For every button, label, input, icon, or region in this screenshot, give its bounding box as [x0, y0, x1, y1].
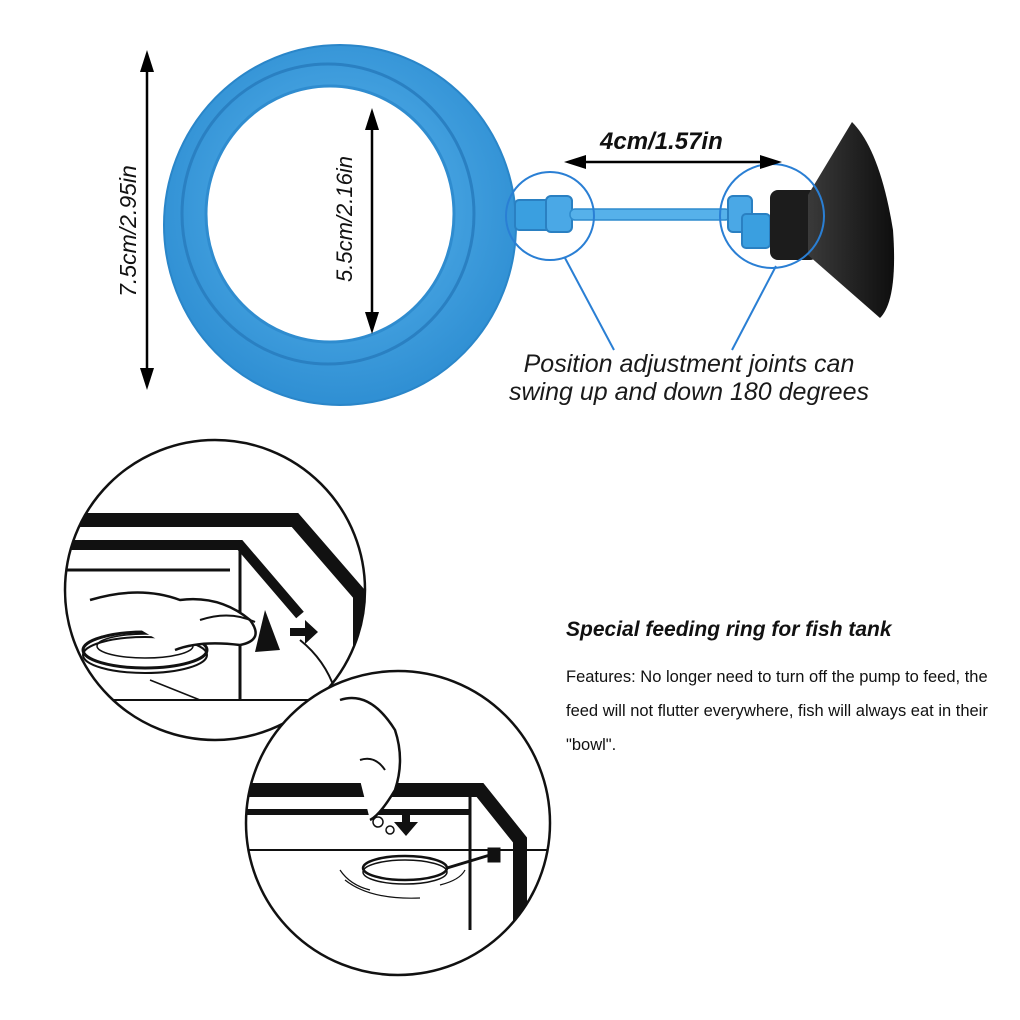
joint-note-line-1: Position adjustment joints can — [523, 350, 855, 378]
feeding-ring — [163, 44, 517, 406]
features-description: Features: No longer need to turn off the… — [566, 668, 988, 754]
dimension-arrows — [140, 50, 782, 390]
usage-illustration-feeding — [244, 669, 552, 977]
joint-callouts — [505, 163, 825, 351]
inner-diameter-label: 5.5cm/2.16in — [332, 156, 357, 282]
joint-note: Position adjustment joints can swing up … — [484, 350, 894, 406]
arm-length-label: 4cm/1.57in — [600, 128, 723, 155]
joint-note-line-2: swing up and down 180 degrees — [509, 378, 869, 406]
usage-illustration-attach — [63, 438, 367, 742]
features-title: Special feeding ring for fish tank — [566, 618, 892, 641]
suction-arm — [514, 122, 895, 318]
outer-diameter-label: 7.5cm/2.95in — [115, 165, 141, 297]
